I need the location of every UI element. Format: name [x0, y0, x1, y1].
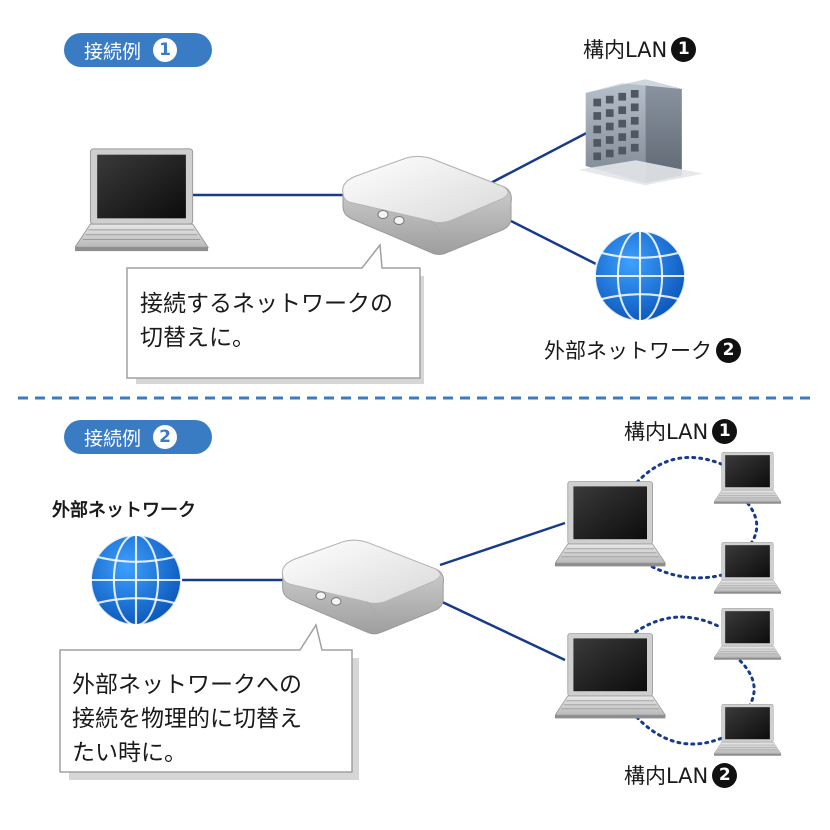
example2-tag: 接続例 2 [64, 420, 212, 454]
example2-tag-label: 接続例 [84, 427, 142, 450]
example1-lan-text: 構内LAN [583, 38, 668, 62]
example2-callout-text: 外部ネットワークへの 接続を物理的に切替え たい時に。 [72, 672, 302, 766]
globe-icon [593, 229, 687, 323]
example2-external-label: 外部ネットワーク [52, 500, 196, 521]
example2-callout [59, 623, 359, 780]
cable-switch-to-lan [484, 125, 599, 188]
example1-callout [126, 243, 424, 384]
lan2-link-bottom [630, 710, 724, 746]
example2-tag-number: 2 [153, 425, 178, 449]
laptop-icon [714, 608, 782, 660]
example1-lan-badge: 1 [671, 36, 697, 62]
laptop-icon [555, 481, 666, 567]
lan2-link-right [733, 654, 756, 710]
building-icon [578, 79, 703, 186]
example2-cables [182, 521, 566, 662]
example1-external-label: 外部ネットワーク 2 [544, 335, 741, 365]
laptop-icon [714, 542, 782, 594]
example2-lan1-label: 構内LAN 1 [624, 416, 738, 446]
example2-lan2-badge: 2 [712, 762, 738, 788]
laptop-icon [714, 704, 782, 756]
cable-switch-to-lan1 [439, 521, 566, 567]
example1-callout-text: 接続するネットワークの 切替えに。 [140, 291, 393, 351]
example2-lan1-badge: 1 [712, 418, 738, 444]
example1-lan-label: 構内LAN 1 [583, 34, 697, 64]
switch-box-icon [342, 155, 512, 256]
example1-tag-number: 1 [153, 38, 178, 62]
globe-icon [89, 533, 183, 627]
example2-lan2-text: 構内LAN [624, 764, 709, 788]
cable-switch-to-external [504, 216, 599, 267]
laptop-icon [75, 148, 209, 252]
laptop-icon [714, 452, 782, 504]
cable-switch-to-lan2 [437, 598, 566, 662]
lan2-link-top [628, 615, 720, 638]
example1-tag-label: 接続例 [84, 40, 142, 63]
example1-external-badge: 2 [716, 337, 741, 363]
example2-lan1-text: 構内LAN [624, 420, 709, 444]
example2-lan2-label: 構内LAN 2 [624, 760, 738, 790]
example1-tag: 接続例 1 [64, 33, 212, 67]
switch-box-icon [281, 539, 445, 635]
example1-cables [188, 125, 599, 267]
example1-external-text: 外部ネットワーク [544, 339, 712, 363]
laptop-icon [555, 633, 666, 719]
